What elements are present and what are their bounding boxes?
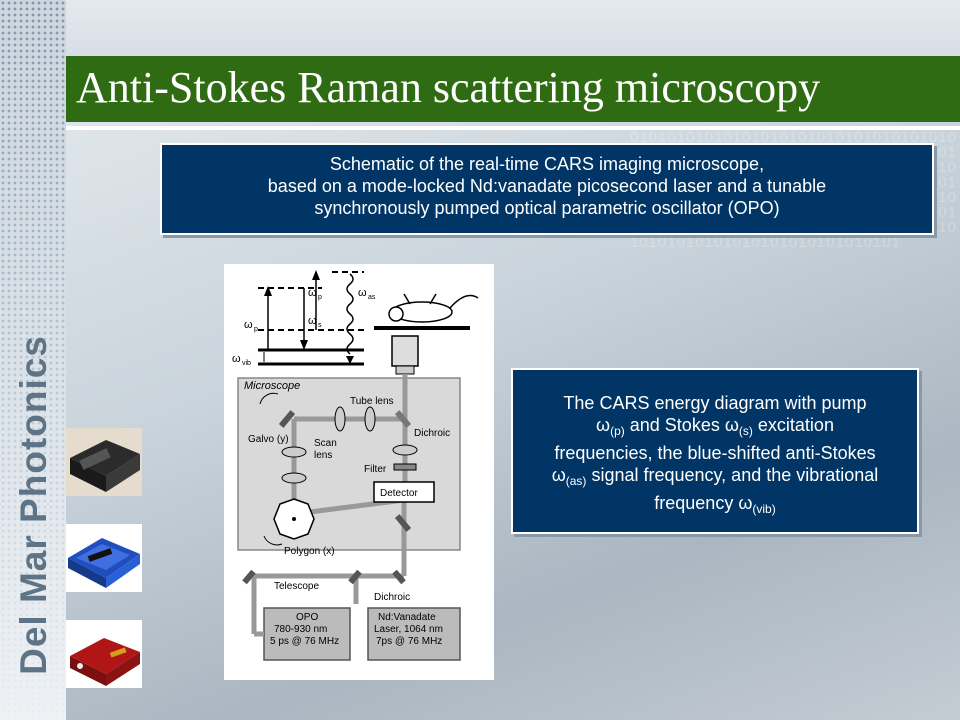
laser-housing-open-icon bbox=[66, 428, 142, 496]
telescope-label: Telescope bbox=[274, 581, 319, 592]
tube-lens-label: Tube lens bbox=[350, 396, 394, 407]
energy-diagram-caption-box: The CARS energy diagram with pump ω(p) a… bbox=[511, 368, 919, 534]
top-strip bbox=[66, 0, 960, 56]
opo-range-label: 780-930 nm bbox=[274, 624, 327, 635]
omega-symbol: ω bbox=[738, 493, 753, 513]
omega-symbol: ω bbox=[724, 415, 739, 435]
caption-line-3: synchronously pumped optical parametric … bbox=[314, 198, 780, 218]
omega-p-label: ω bbox=[244, 319, 253, 331]
energy-line-4: ω(as) signal frequency, and the vibratio… bbox=[521, 464, 909, 492]
dichroic-label: Dichroic bbox=[414, 428, 450, 439]
energy-line-2: ω(p) and Stokes ω(s) excitation bbox=[521, 414, 909, 442]
microscope-enclosure bbox=[237, 377, 461, 551]
slide-title: Anti-Stokes Raman scattering microscopy bbox=[76, 63, 821, 112]
opo-label: OPO bbox=[296, 612, 318, 623]
energy-text-2: and Stokes bbox=[624, 415, 725, 435]
subscript-vib: (vib) bbox=[752, 502, 776, 516]
energy-text-3: excitation bbox=[752, 415, 834, 435]
omega-p-sub: p bbox=[254, 326, 258, 333]
energy-text-1: The CARS energy diagram with pump bbox=[563, 393, 867, 413]
polygon-label: Polygon (x) bbox=[284, 546, 335, 557]
cars-microscope-schematic: ω p ω p ω s ω as ω vib Microscope bbox=[224, 264, 494, 680]
product-thumbnail-1 bbox=[66, 428, 142, 496]
nd-wavelength-label: Laser, 1064 nm bbox=[374, 624, 443, 635]
omega-s-label: ω bbox=[308, 315, 317, 327]
caption-line-2: based on a mode-locked Nd:vanadate picos… bbox=[267, 176, 827, 196]
blue-laser-case-icon bbox=[68, 538, 140, 588]
filter-label: Filter bbox=[364, 464, 387, 475]
nd-pulse-label: 7ps @ 76 MHz bbox=[376, 636, 442, 647]
omega-as-label: ω bbox=[358, 287, 367, 299]
subscript-as: (as) bbox=[565, 474, 587, 488]
omega-p2-sub: p bbox=[318, 294, 322, 301]
omega-symbol: ω bbox=[551, 465, 566, 485]
lens-label: lens bbox=[314, 450, 332, 461]
optical-elements bbox=[259, 392, 435, 546]
brand-logo-text: Del Mar Photonics bbox=[13, 335, 54, 675]
omega-symbol: ω bbox=[596, 415, 611, 435]
galvo-label: Galvo (y) bbox=[248, 434, 289, 445]
energy-level-diagram bbox=[258, 270, 364, 366]
schematic-caption-box: Schematic of the real-time CARS imaging … bbox=[160, 143, 934, 235]
red-laser-unit-icon bbox=[70, 638, 140, 686]
title-bar bbox=[66, 56, 960, 122]
subscript-s: (s) bbox=[738, 424, 753, 438]
omega-p2-label: ω bbox=[308, 287, 317, 299]
caption-line-1: Schematic of the real-time CARS imaging … bbox=[329, 154, 765, 174]
energy-line-3: frequencies, the blue-shifted anti-Stoke… bbox=[521, 442, 909, 464]
laser-sources bbox=[242, 569, 461, 661]
opo-pulse-label: 5 ps @ 76 MHz bbox=[270, 636, 339, 647]
title-underline bbox=[66, 126, 960, 130]
microscope-label: Microscope bbox=[244, 380, 300, 392]
product-thumbnail-3 bbox=[66, 620, 142, 688]
product-thumbnail-2 bbox=[66, 524, 142, 592]
energy-line-5: frequency ω(vib) bbox=[521, 492, 909, 520]
objective-lens-icon bbox=[391, 335, 419, 375]
subscript-p: (p) bbox=[610, 424, 625, 438]
omega-vib-sub: vib bbox=[242, 360, 251, 367]
energy-line-1: The CARS energy diagram with pump bbox=[521, 392, 909, 414]
mouse-specimen-icon bbox=[374, 293, 479, 330]
schematic-svg: ω p ω p ω s ω as ω vib Microscope bbox=[232, 270, 479, 661]
omega-s-sub: s bbox=[318, 322, 322, 329]
omega-as-sub: as bbox=[368, 294, 376, 301]
nd-laser-label: Nd:Vanadate bbox=[378, 612, 436, 623]
left-band-fade bbox=[0, 0, 66, 720]
scan-label: Scan bbox=[314, 438, 337, 449]
dichroic-2-label: Dichroic bbox=[374, 592, 410, 603]
detector-label: Detector bbox=[380, 488, 418, 499]
omega-vib-label: ω bbox=[232, 353, 241, 365]
energy-text-4: frequencies, the blue-shifted anti-Stoke… bbox=[554, 443, 876, 463]
energy-text-5: signal frequency, and the vibrational bbox=[586, 465, 879, 485]
energy-text-6: frequency bbox=[654, 493, 739, 513]
